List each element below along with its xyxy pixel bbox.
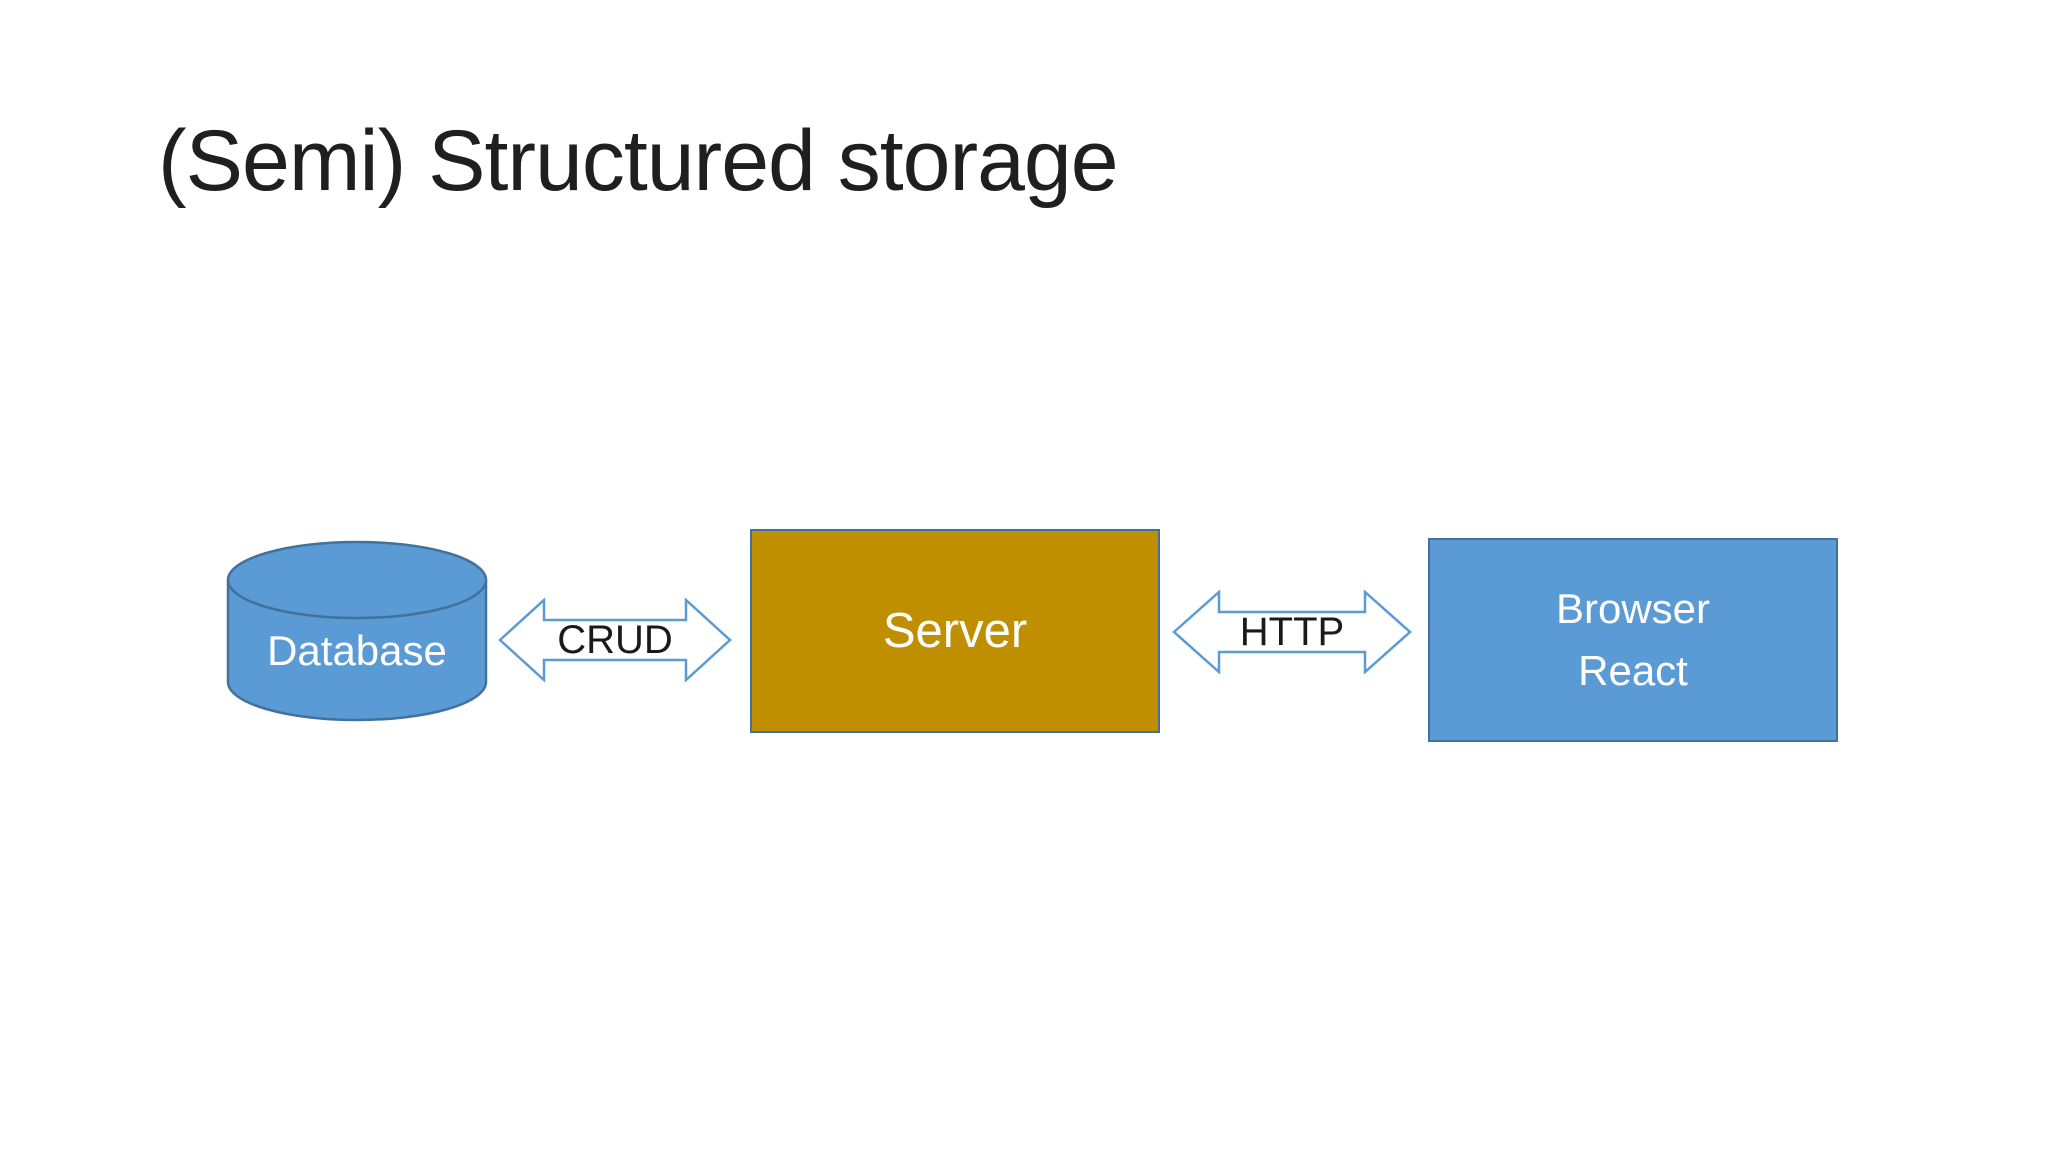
database-node: Database	[226, 539, 488, 723]
double-arrow-icon	[498, 598, 732, 682]
page-title: (Semi) Structured storage	[158, 113, 1119, 209]
double-arrow-icon	[1172, 590, 1412, 674]
cylinder-body	[226, 580, 488, 722]
database-cylinder-icon	[226, 540, 488, 722]
browser-label-line2: React	[1578, 647, 1688, 694]
double-arrow-shape	[1172, 590, 1412, 674]
cylinder-top	[226, 540, 488, 620]
crud-label: CRUD	[557, 617, 673, 662]
browser-node: Browser React	[1428, 538, 1838, 742]
database-label: Database	[267, 627, 447, 674]
crud-connector: CRUD	[498, 598, 732, 682]
http-connector: HTTP	[1172, 590, 1412, 674]
server-node: Server	[750, 529, 1160, 733]
double-arrow-shape	[498, 598, 732, 682]
http-label: HTTP	[1239, 609, 1345, 654]
server-label: Server	[882, 604, 1028, 658]
browser-label-line1: Browser	[1555, 585, 1711, 632]
